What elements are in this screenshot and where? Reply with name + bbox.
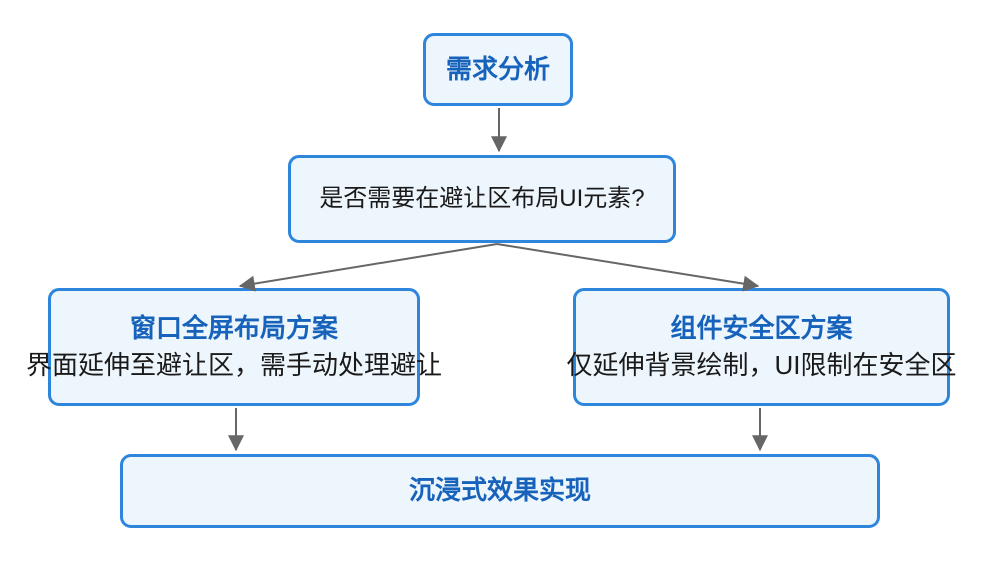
edge-decision-safearea (496, 243, 760, 292)
node-decision-title: 是否需要在避让区布局UI元素? (319, 184, 645, 212)
node-fullscreen-subtitle: 界面延伸至避让区，需手动处理避让 (26, 350, 443, 380)
node-safearea: 组件安全区方案 仅延伸背景绘制，UI限制在安全区 (567, 288, 957, 406)
node-immersive-title: 沉浸式效果实现 (408, 475, 591, 506)
node-fullscreen-title: 窗口全屏布局方案 (129, 312, 338, 343)
edge-decision-fullscreen (238, 243, 498, 292)
node-decision: 是否需要在避让区布局UI元素? (288, 155, 676, 243)
node-requirements-title: 需求分析 (445, 53, 550, 84)
node-safearea-subtitle: 仅延伸背景绘制，UI限制在安全区 (566, 350, 957, 380)
node-fullscreen: 窗口全屏布局方案 界面延伸至避让区，需手动处理避让 (26, 288, 442, 406)
node-safearea-title: 组件安全区方案 (670, 312, 853, 343)
node-requirements: 需求分析 (423, 33, 573, 106)
node-immersive: 沉浸式效果实现 (120, 454, 880, 528)
